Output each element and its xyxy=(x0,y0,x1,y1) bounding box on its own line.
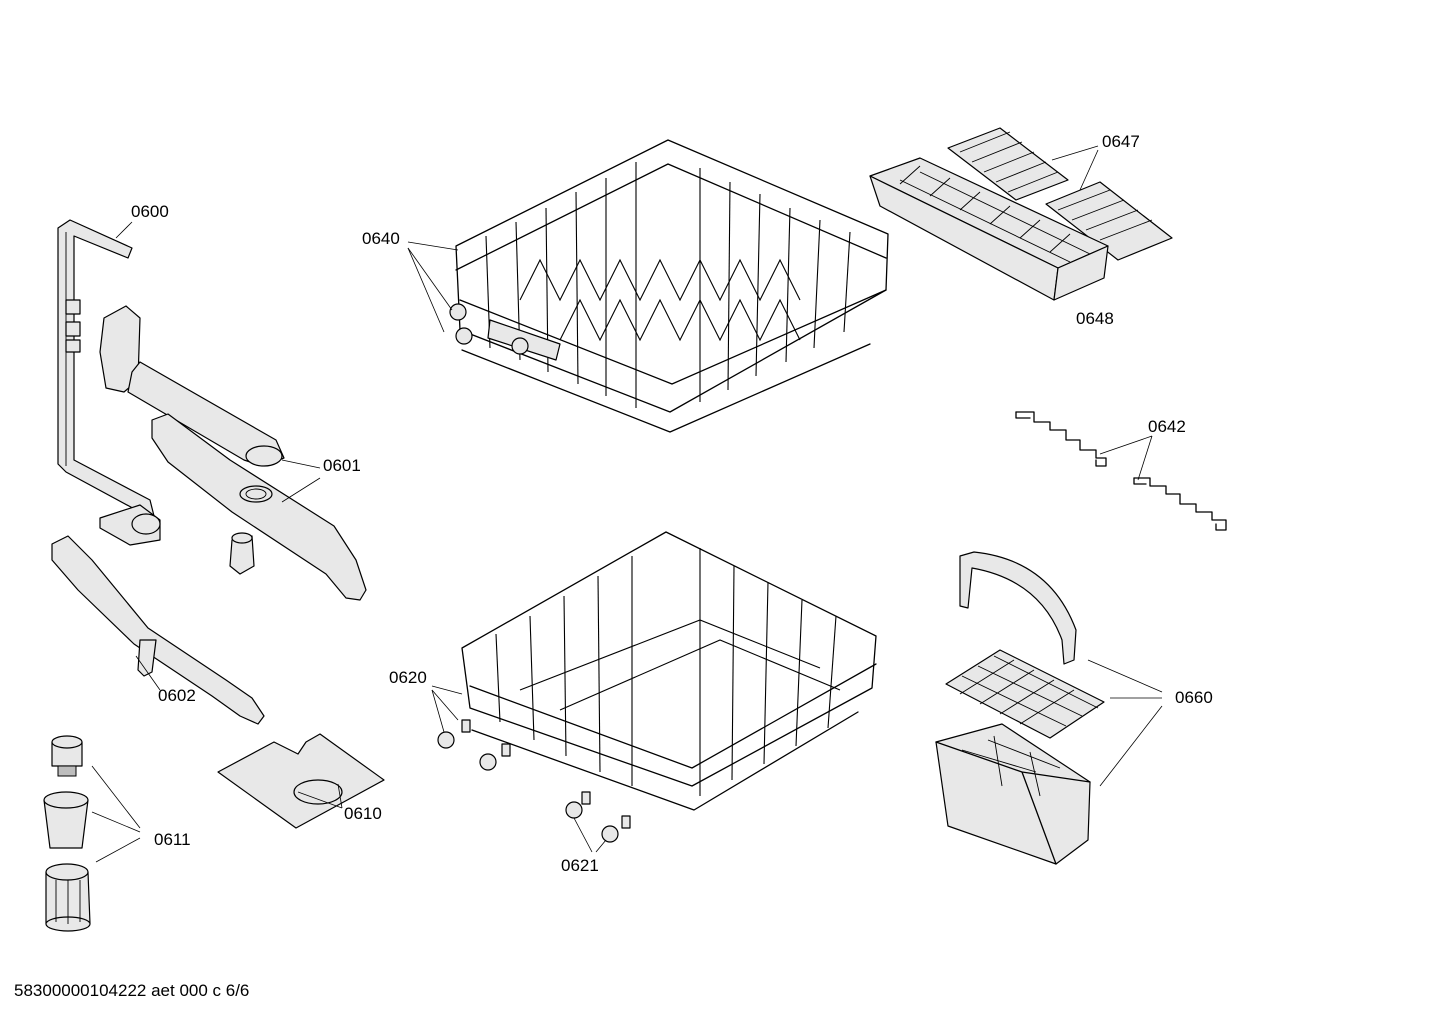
filters-part-0611 xyxy=(43,735,91,932)
label-0620: 0620 xyxy=(389,668,427,687)
label-0642: 0642 xyxy=(1148,417,1186,436)
label-0611: 0611 xyxy=(154,830,191,849)
spray-arm-support-part-0601 xyxy=(99,305,367,601)
document-footer: 58300000104222 aet 000 c 6/6 xyxy=(14,981,250,1000)
lower-spray-arm-part-0602 xyxy=(51,535,265,725)
label-0602: 0602 xyxy=(158,686,196,705)
flip-rows-part-0642 xyxy=(1015,411,1227,531)
tine-racks-part-0647 xyxy=(947,127,1173,261)
cutlery-tray-part-0648 xyxy=(869,157,1109,301)
label-0640: 0640 xyxy=(362,229,400,248)
upper-basket-part-0640 xyxy=(449,139,889,433)
leader-lines xyxy=(91,145,1163,863)
lower-basket-part-0620 xyxy=(437,531,877,843)
label-0621: 0621 xyxy=(561,856,599,875)
supply-pipe-part-0600 xyxy=(57,219,161,546)
label-0647: 0647 xyxy=(1102,132,1140,151)
sump-cover-part-0610 xyxy=(217,733,385,829)
label-0610: 0610 xyxy=(344,804,382,823)
label-0601: 0601 xyxy=(323,456,361,475)
cutlery-basket-part-0660 xyxy=(935,551,1105,865)
label-0600: 0600 xyxy=(131,202,169,221)
label-0660: 0660 xyxy=(1175,688,1213,707)
label-0648: 0648 xyxy=(1076,309,1114,328)
